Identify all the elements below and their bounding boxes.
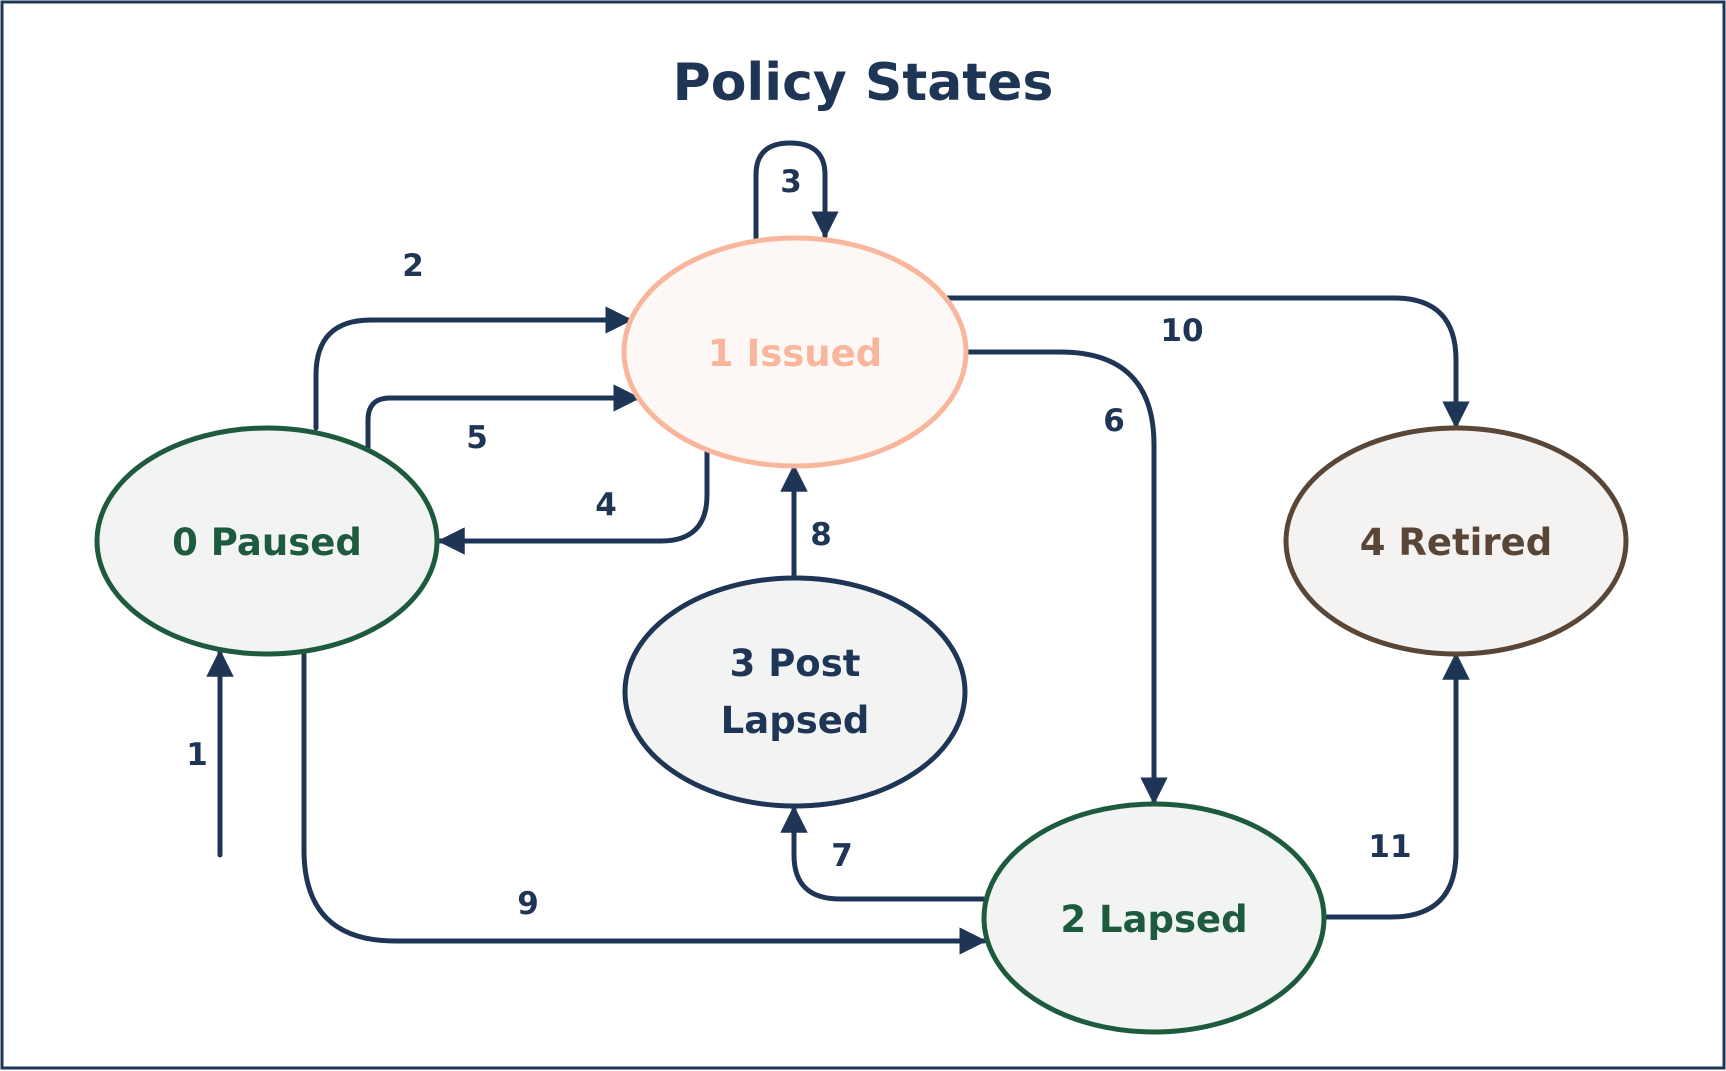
transition-2-edge	[313, 306, 633, 431]
transition-7-edge	[780, 805, 986, 902]
state-retired[interactable]: 4 Retired	[1283, 425, 1629, 657]
transition-9-edge	[301, 652, 987, 955]
state-post-lapsed[interactable]: 3 Post Lapsed	[622, 575, 968, 809]
state-label-post-lapsed-line1: 3 Post	[730, 642, 861, 685]
state-lapsed[interactable]: 2 Lapsed	[981, 801, 1327, 1035]
transition-4-edge	[437, 445, 710, 555]
transition-label-2: 2	[402, 248, 424, 284]
transition-label-7: 7	[831, 838, 853, 874]
state-issued[interactable]: 1 Issued	[621, 235, 969, 469]
transition-label-9: 9	[517, 886, 539, 922]
transition-label-1: 1	[186, 737, 208, 773]
edge-labels: 1 2 3 4 5 6 7 8 9 10 11	[186, 164, 1411, 922]
transition-label-5: 5	[466, 420, 488, 456]
state-paused[interactable]: 0 Paused	[94, 425, 440, 657]
transition-11-edge	[1322, 652, 1470, 920]
state-label-issued: 1 Issued	[708, 332, 882, 375]
transition-label-6: 6	[1103, 403, 1125, 439]
states: 0 Paused 1 Issued 2 Lapsed 3 Post Lapsed…	[94, 235, 1629, 1035]
diagram-title: Policy States	[673, 53, 1054, 113]
transition-label-4: 4	[595, 487, 617, 523]
edges	[206, 140, 1470, 955]
transition-3-edge	[753, 140, 839, 241]
state-label-paused: 0 Paused	[172, 521, 362, 564]
transition-6-edge	[962, 349, 1168, 805]
transition-10-edge	[942, 295, 1470, 429]
transition-label-10: 10	[1160, 313, 1203, 349]
transition-label-11: 11	[1368, 829, 1411, 865]
state-label-retired: 4 Retired	[1360, 521, 1552, 564]
state-label-lapsed: 2 Lapsed	[1060, 898, 1247, 941]
transition-label-3: 3	[780, 164, 802, 200]
state-label-post-lapsed-line2: Lapsed	[721, 699, 870, 742]
transition-label-8: 8	[810, 517, 832, 553]
transition-5-edge	[365, 384, 641, 451]
